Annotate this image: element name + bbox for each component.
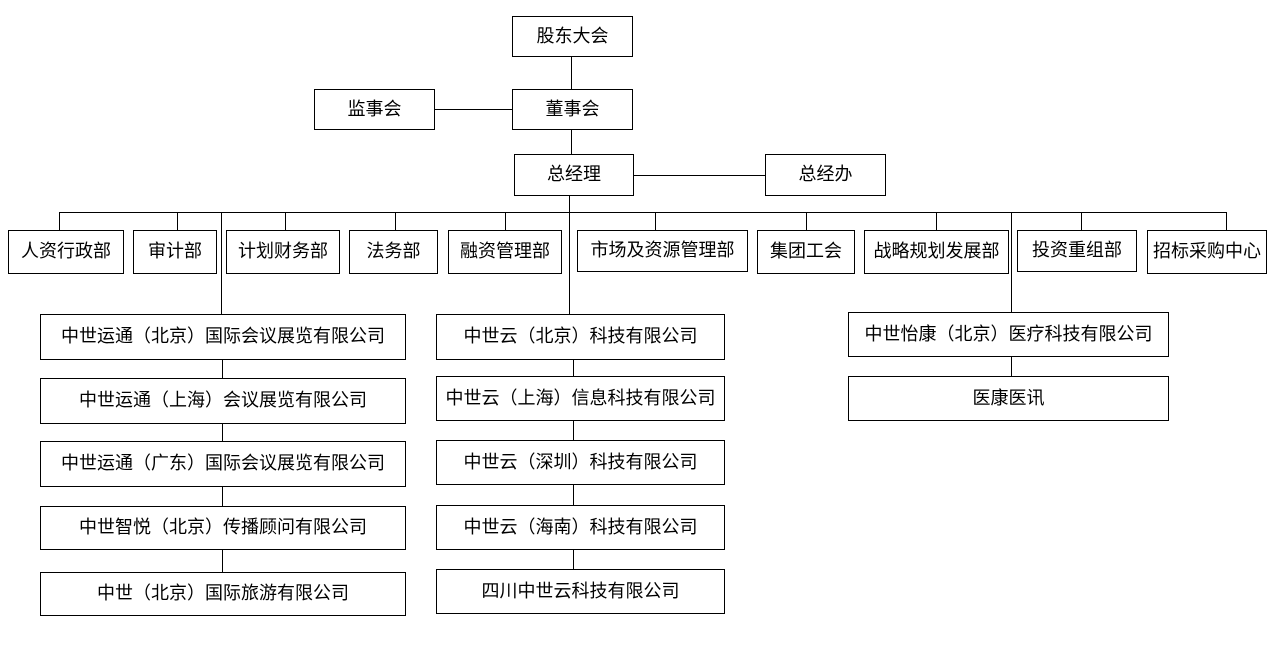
connector-center-chain	[573, 550, 574, 569]
connector-left-group-trunk	[221, 212, 222, 314]
node-label: 计划财务部	[238, 241, 328, 262]
node-department: 融资管理部	[448, 230, 562, 274]
node-label: 市场及资源管理部	[590, 240, 735, 261]
node-label: 战略规划发展部	[873, 241, 1000, 262]
node-subsidiary: 中世运通（广东）国际会议展览有限公司	[40, 441, 406, 487]
connector-center-chain	[573, 485, 574, 505]
node-subsidiary: 医康医讯	[848, 376, 1169, 421]
node-label: 总经办	[798, 164, 853, 185]
connector-dept-drop	[395, 212, 396, 230]
node-shareholders: 股东大会	[512, 16, 633, 57]
node-label: 中世云（上海）信息科技有限公司	[445, 387, 716, 409]
connector-right-group-trunk	[1011, 212, 1012, 312]
connector-left-chain	[222, 550, 223, 572]
node-department: 战略规划发展部	[864, 230, 1009, 274]
node-subsidiary: 中世运通（上海）会议展览有限公司	[40, 378, 406, 424]
node-label: 集团工会	[770, 241, 842, 262]
connector-left-chain	[222, 487, 223, 506]
node-label: 招标采购中心	[1153, 241, 1261, 262]
connector-dept-drop	[177, 212, 178, 230]
connector-department-bus	[59, 212, 1226, 213]
node-gm-office: 总经办	[765, 154, 886, 196]
node-label: 中世运通（广东）国际会议展览有限公司	[61, 453, 385, 474]
connector-board-gm	[571, 130, 572, 154]
node-subsidiary: 中世云（海南）科技有限公司	[436, 505, 725, 550]
node-general-manager: 总经理	[514, 154, 634, 196]
node-department: 投资重组部	[1017, 230, 1137, 272]
connector-board-supervisors	[434, 109, 512, 110]
node-label: 中世云（深圳）科技有限公司	[463, 451, 698, 473]
node-subsidiary: 四川中世云科技有限公司	[436, 569, 725, 614]
node-board: 董事会	[512, 89, 633, 130]
node-label: 审计部	[148, 241, 202, 262]
node-label: 中世怡康（北京）医疗科技有限公司	[864, 323, 1153, 345]
connector-center-chain	[573, 421, 574, 440]
connector-dept-drop	[1081, 212, 1082, 230]
node-subsidiary: 中世云（北京）科技有限公司	[436, 314, 725, 360]
connector-dept-drop	[59, 212, 60, 230]
node-department: 集团工会	[757, 230, 855, 274]
connector-dept-drop	[655, 212, 656, 230]
node-label: 中世智悦（北京）传播顾问有限公司	[79, 517, 367, 538]
connector-right-chain	[1011, 357, 1012, 376]
node-label: 中世运通（上海）会议展览有限公司	[79, 390, 367, 411]
node-label: 股东大会	[536, 25, 609, 47]
node-department: 计划财务部	[226, 230, 340, 274]
node-label: 中世云（北京）科技有限公司	[463, 326, 698, 347]
node-label: 投资重组部	[1032, 240, 1122, 261]
node-label: 法务部	[366, 241, 421, 262]
node-label: 总经理	[547, 164, 601, 185]
node-subsidiary: 中世（北京）国际旅游有限公司	[40, 572, 406, 616]
node-supervisors: 监事会	[314, 89, 435, 130]
node-department: 市场及资源管理部	[577, 230, 748, 272]
node-label: 中世（北京）国际旅游有限公司	[97, 583, 349, 604]
connector-dept-drop	[806, 212, 807, 230]
connector-dept-drop	[1226, 212, 1227, 230]
node-department: 法务部	[349, 230, 438, 274]
node-label: 中世运通（北京）国际会议展览有限公司	[61, 326, 385, 347]
connector-left-chain	[222, 424, 223, 441]
connector-gm-trunk	[569, 196, 570, 314]
connector-dept-drop	[505, 212, 506, 230]
connector-left-chain	[222, 360, 223, 378]
node-label: 人资行政部	[21, 241, 111, 262]
node-department: 人资行政部	[8, 230, 124, 274]
node-subsidiary: 中世云（深圳）科技有限公司	[436, 440, 725, 485]
node-subsidiary: 中世怡康（北京）医疗科技有限公司	[848, 312, 1169, 357]
connector-gm-office	[633, 175, 765, 176]
node-label: 四川中世云科技有限公司	[481, 580, 680, 602]
node-label: 监事会	[347, 98, 402, 120]
node-department: 招标采购中心	[1147, 230, 1267, 274]
node-subsidiary: 中世智悦（北京）传播顾问有限公司	[40, 506, 406, 550]
connector-dept-drop	[936, 212, 937, 230]
node-department: 审计部	[133, 230, 217, 274]
node-subsidiary: 中世运通（北京）国际会议展览有限公司	[40, 314, 406, 360]
node-subsidiary: 中世云（上海）信息科技有限公司	[436, 376, 725, 421]
node-label: 董事会	[545, 98, 600, 120]
connector-dept-drop	[285, 212, 286, 230]
connector-shareholders-board	[571, 57, 572, 89]
node-label: 中世云（海南）科技有限公司	[463, 516, 698, 538]
connector-center-chain	[573, 360, 574, 376]
node-label: 融资管理部	[460, 241, 550, 262]
node-label: 医康医讯	[972, 387, 1045, 409]
